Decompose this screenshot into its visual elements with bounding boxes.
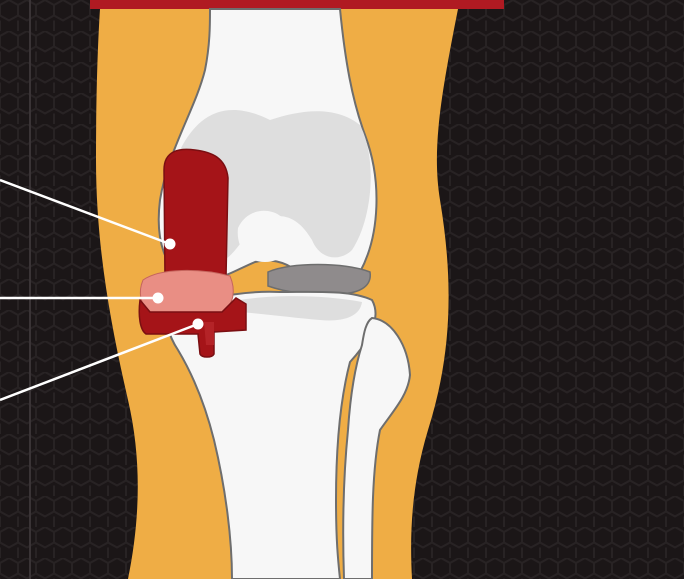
lesion-upper — [164, 149, 228, 288]
marker-dot — [165, 239, 176, 250]
meniscus — [268, 265, 370, 295]
marker-dot — [193, 319, 204, 330]
top-banner — [90, 0, 504, 9]
marker-dot — [153, 293, 164, 304]
lesion-middle — [140, 270, 233, 312]
